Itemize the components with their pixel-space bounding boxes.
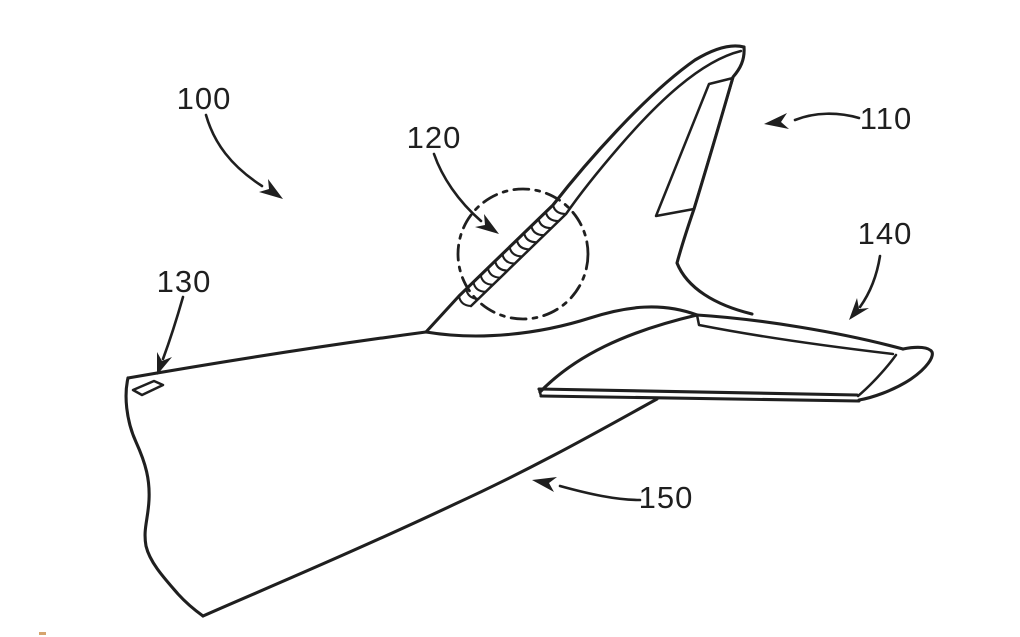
arrowhead-100-icon	[259, 179, 283, 199]
wingtip-device-outer	[857, 345, 934, 402]
leader-100	[204, 113, 264, 188]
leader-130	[161, 295, 185, 361]
rudder-panel	[654, 76, 735, 218]
horizontal-stabilizer	[537, 313, 934, 403]
hatch-rung	[457, 294, 473, 308]
fin-leading-edge-inner-line	[469, 49, 743, 308]
hatch-rung	[530, 224, 546, 237]
arrowhead-120-icon	[475, 214, 499, 234]
ref-label-120: 120	[407, 120, 462, 155]
detail-circle	[456, 187, 590, 321]
leading-edge-hatch-rungs	[457, 203, 568, 308]
fin-trailing-edge	[675, 45, 754, 316]
ref-label-140: 140	[858, 216, 913, 251]
fuselage-bottom-edge	[201, 397, 659, 618]
arrowhead-140-icon	[849, 298, 869, 320]
arrowhead-130-icon	[157, 352, 172, 375]
arrowhead-110-icon	[764, 113, 789, 129]
hatch-rung	[486, 266, 502, 279]
leader-120	[432, 152, 483, 223]
ref-label-130: 130	[157, 264, 212, 299]
stab-trailing-edge-lower	[539, 394, 861, 403]
leader-140	[858, 254, 882, 309]
stab-surface-line	[695, 313, 895, 356]
fuselage-spine-contour	[424, 305, 699, 338]
hatch-rung	[537, 217, 553, 230]
aft-fuselage	[124, 305, 699, 618]
hatch-rung	[479, 273, 494, 286]
leader-150	[558, 484, 642, 502]
hatch-rung	[551, 203, 568, 216]
leader-110	[793, 112, 861, 122]
stab-trailing-edge-cap	[537, 387, 543, 398]
tail-position-marker	[131, 379, 165, 397]
hatch-rung	[494, 259, 509, 272]
ref-label-110: 110	[860, 101, 912, 136]
hatch-rung	[501, 252, 516, 265]
stab-leading-edge	[695, 313, 905, 351]
fuselage-top-edge	[126, 330, 428, 380]
hatch-rung	[515, 238, 531, 251]
scan-artifact	[39, 632, 46, 635]
stab-root-fairing	[538, 313, 699, 394]
arrowhead-150-icon	[532, 477, 557, 492]
leader-lines	[157, 112, 882, 502]
hatch-rung	[472, 280, 487, 293]
fuselage-break-line	[124, 376, 205, 618]
fin-leading-edge	[424, 44, 746, 334]
wingtip-device-inner	[856, 353, 898, 398]
vertical-stabilizer	[424, 44, 754, 334]
stab-trailing-edge-upper	[537, 387, 859, 397]
hatch-rung	[508, 245, 524, 258]
ref-label-150: 150	[639, 480, 694, 515]
hatch-rung	[544, 210, 560, 223]
hatch-rung	[523, 231, 538, 244]
ref-label-100: 100	[177, 81, 232, 116]
